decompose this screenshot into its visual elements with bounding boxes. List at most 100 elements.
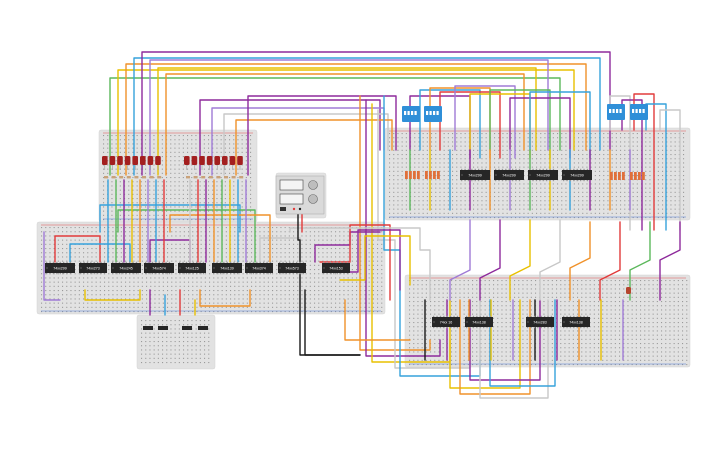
hole <box>619 292 621 294</box>
hole <box>674 137 676 139</box>
hole <box>557 200 559 202</box>
hole <box>225 294 227 296</box>
hole <box>506 204 508 206</box>
hole <box>145 135 147 137</box>
hole <box>53 227 55 229</box>
hole <box>648 292 650 294</box>
hole <box>435 187 437 189</box>
hole <box>456 187 458 189</box>
hole <box>455 288 457 290</box>
hole <box>216 193 218 195</box>
hole <box>472 284 474 286</box>
hole <box>527 133 529 135</box>
hole <box>107 151 109 153</box>
hole <box>590 200 592 202</box>
hole <box>343 248 345 250</box>
hole <box>673 292 675 294</box>
hole <box>217 302 219 304</box>
hole <box>199 353 201 355</box>
hole <box>624 141 626 143</box>
hole <box>339 248 341 250</box>
hole <box>192 239 194 241</box>
hole <box>57 306 59 308</box>
hole <box>322 306 324 308</box>
hole <box>220 210 222 212</box>
hole <box>451 292 453 294</box>
hole <box>74 264 76 266</box>
hole <box>405 149 407 151</box>
hole <box>544 145 546 147</box>
hole <box>422 133 424 135</box>
hole <box>473 162 475 164</box>
hole <box>203 202 205 204</box>
hole <box>99 311 101 313</box>
hole <box>463 305 465 307</box>
hole <box>288 298 290 300</box>
hole <box>57 248 59 250</box>
hole <box>162 349 164 351</box>
hole <box>108 235 110 237</box>
hole <box>459 284 461 286</box>
hole <box>635 296 637 298</box>
hole <box>657 183 659 185</box>
hole <box>652 280 654 282</box>
hole <box>195 320 197 322</box>
hole <box>648 280 650 282</box>
hole <box>649 166 651 168</box>
hole <box>45 302 47 304</box>
hole <box>666 141 668 143</box>
hole <box>297 273 299 275</box>
hole <box>263 281 265 283</box>
hole <box>153 202 155 204</box>
hole <box>242 298 244 300</box>
hole <box>170 198 172 200</box>
hole <box>645 200 647 202</box>
hole <box>686 292 688 294</box>
hole <box>459 280 461 282</box>
hole <box>78 311 80 313</box>
hole <box>372 277 374 279</box>
hole <box>158 277 160 279</box>
hole <box>594 141 596 143</box>
hole <box>141 324 143 326</box>
hole <box>175 298 177 300</box>
hole <box>161 172 163 174</box>
hole <box>136 214 138 216</box>
hole <box>212 156 214 158</box>
hole <box>217 252 219 254</box>
hole <box>635 322 637 324</box>
hole <box>318 256 320 258</box>
hole <box>229 172 231 174</box>
hole <box>183 341 185 343</box>
hole <box>284 311 286 313</box>
hole <box>397 166 399 168</box>
hole <box>255 239 257 241</box>
hole <box>175 302 177 304</box>
hole <box>603 137 605 139</box>
hole <box>125 256 127 258</box>
hole <box>578 217 580 219</box>
hole <box>624 187 626 189</box>
hole <box>463 309 465 311</box>
hole <box>241 172 243 174</box>
hole <box>191 181 193 183</box>
hole <box>140 198 142 200</box>
hole <box>224 193 226 195</box>
hole <box>322 277 324 279</box>
hole <box>594 212 596 214</box>
hole <box>119 219 121 221</box>
hole <box>421 284 423 286</box>
hole <box>603 187 605 189</box>
hole <box>104 256 106 258</box>
hole <box>674 149 676 151</box>
hole <box>389 175 391 177</box>
hole <box>153 177 155 179</box>
hole <box>456 166 458 168</box>
hole <box>682 284 684 286</box>
hole <box>632 204 634 206</box>
hole <box>582 191 584 193</box>
hole <box>665 284 667 286</box>
hole <box>204 349 206 351</box>
hole <box>83 231 85 233</box>
hole <box>652 284 654 286</box>
